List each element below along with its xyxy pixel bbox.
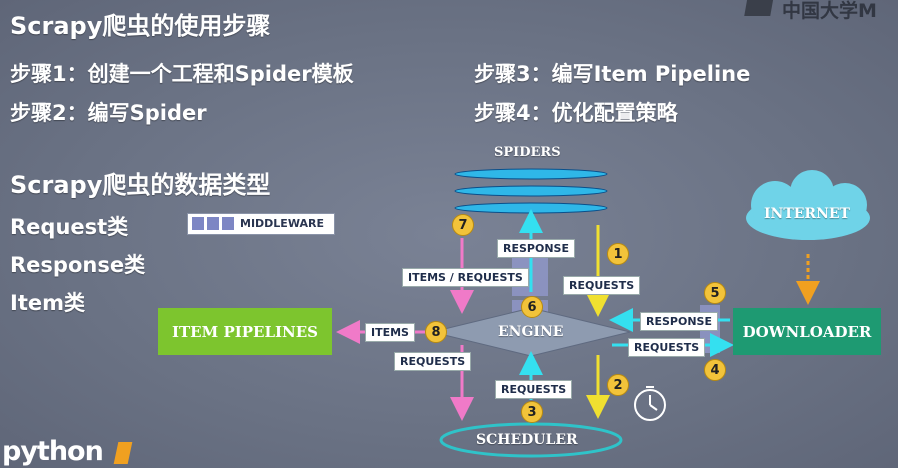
item-pipelines-box: ITEM PIPELINES: [158, 308, 332, 355]
label-items-requests: ITEMS / REQUESTS: [402, 268, 529, 287]
step-3: 步骤3：编写Item Pipeline: [474, 62, 751, 86]
label-requests-right: REQUESTS: [628, 338, 706, 357]
type-request: Request类: [10, 215, 129, 239]
logo-top-right: 中国大学M: [742, 0, 898, 22]
label-items: ITEMS: [365, 323, 415, 342]
label-requests-1: REQUESTS: [563, 276, 641, 295]
badge-8: 8: [425, 321, 447, 343]
internet-label: INTERNET: [764, 206, 850, 222]
internet-cloud-icon: [746, 170, 870, 240]
badge-6: 6: [521, 296, 543, 318]
middleware-swatch-icon: [207, 217, 219, 230]
badge-5: 5: [704, 282, 726, 304]
scheduler-label: SCHEDULER: [476, 432, 578, 448]
type-response: Response类: [10, 253, 146, 277]
scheduler-shape: [439, 422, 623, 458]
badge-1: 1: [607, 243, 629, 265]
heading-usage-steps: Scrapy爬虫的使用步骤: [10, 12, 271, 40]
downloader-box: DOWNLOADER: [733, 308, 881, 355]
step-2: 步骤2：编写Spider: [10, 101, 207, 125]
badge-4: 4: [704, 359, 726, 381]
label-requests-3: REQUESTS: [495, 380, 573, 399]
logo-top-text: 中国大学M: [782, 0, 877, 22]
spiders-stack: [454, 168, 608, 214]
middleware-swatch-icon: [222, 217, 234, 230]
step-4: 步骤4：优化配置策略: [474, 101, 678, 125]
badge-2: 2: [607, 374, 629, 396]
label-response-right: RESPONSE: [640, 312, 718, 331]
stopwatch-icon: [634, 386, 666, 421]
engine-label: ENGINE: [498, 324, 564, 340]
type-item: Item类: [10, 291, 85, 315]
label-requests-8: REQUESTS: [394, 352, 472, 371]
step-1: 步骤1：创建一个工程和Spider模板: [10, 62, 354, 86]
middleware-legend: MIDDLEWARE: [187, 213, 335, 235]
heading-data-types: Scrapy爬虫的数据类型: [10, 171, 271, 199]
badge-7: 7: [452, 214, 474, 236]
label-response-top: RESPONSE: [497, 239, 575, 258]
middleware-label: MIDDLEWARE: [240, 217, 324, 230]
badge-3: 3: [521, 401, 543, 423]
python-logo-text: python: [2, 436, 104, 467]
spiders-label: SPIDERS: [494, 145, 561, 160]
middleware-swatch-icon: [192, 217, 204, 230]
engine-shape: [431, 307, 631, 357]
